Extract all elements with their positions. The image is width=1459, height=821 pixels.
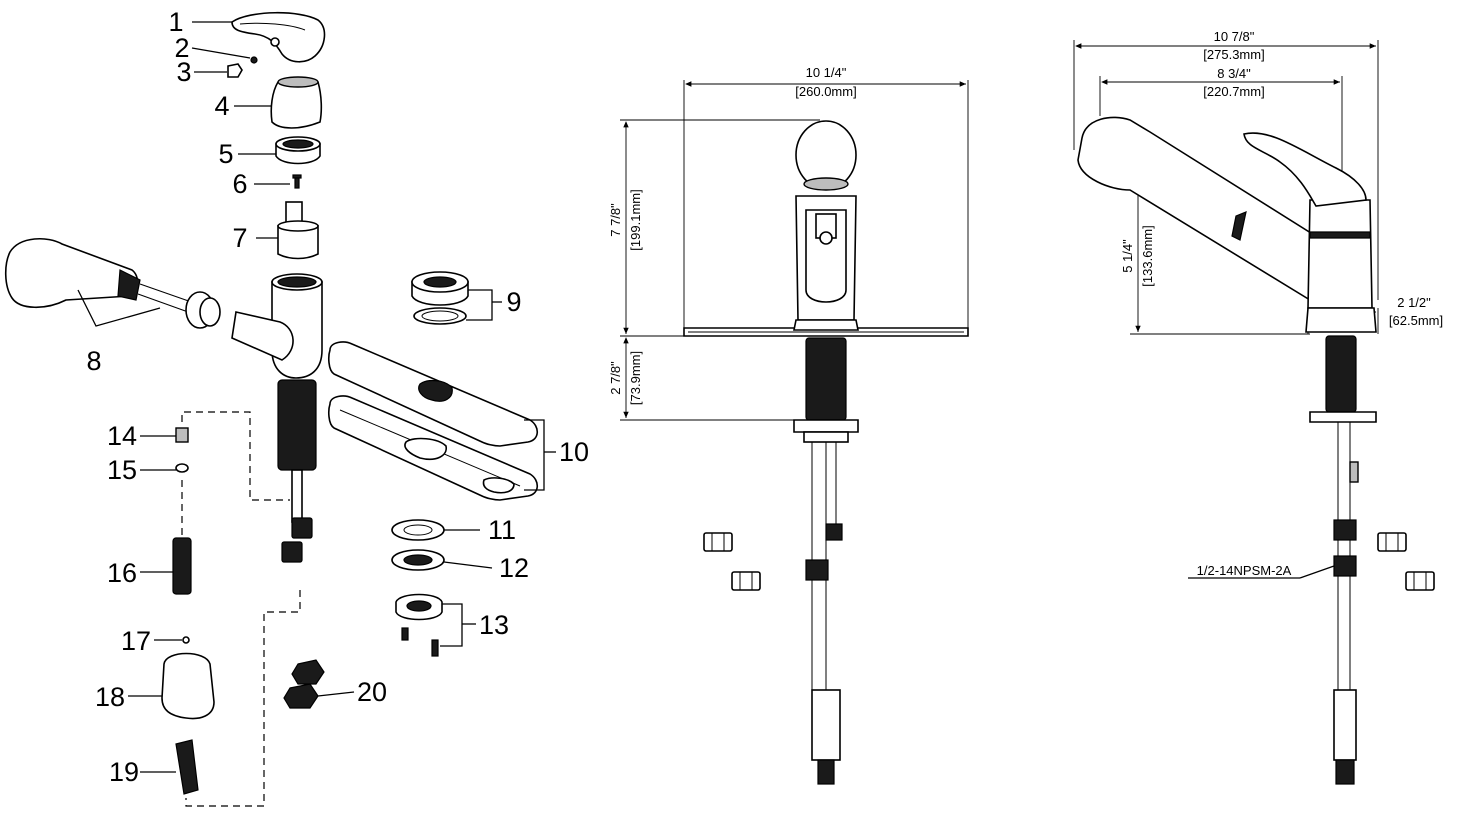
- side-spout-height-mm: [133.6mm]: [1140, 225, 1155, 286]
- side-reach-mm: [220.7mm]: [1203, 84, 1264, 99]
- side-overall-mm: [275.3mm]: [1203, 47, 1264, 62]
- callout-13: 13: [479, 610, 509, 640]
- callout-14: 14: [107, 421, 137, 451]
- callout-12: 12: [499, 553, 529, 583]
- part-spray-head: [4, 237, 221, 329]
- callout-7: 7: [232, 223, 247, 253]
- callout-9: 9: [506, 287, 521, 317]
- callout-15: 15: [107, 455, 137, 485]
- front-height-mm: [199.1mm]: [628, 189, 643, 250]
- thread-spec-label: 1/2-14NPSM-2A: [1197, 563, 1292, 578]
- front-shank-mm: [73.9mm]: [628, 351, 643, 405]
- side-base-mm: [62.5mm]: [1389, 313, 1443, 328]
- part-faucet-body: [231, 273, 323, 563]
- exploded-view: 1 2 3 4 5 6 7 8 9 10 11 12 13 14 15 16 1…: [4, 7, 589, 807]
- callout-4: 4: [214, 91, 229, 121]
- front-height-in: 7 7/8": [608, 203, 623, 237]
- side-reach-in: 8 3/4": [1217, 66, 1251, 81]
- part-ring: [275, 136, 321, 165]
- side-overall-in: 10 7/8": [1214, 29, 1255, 44]
- callout-8: 8: [86, 346, 101, 376]
- callout-2: 2: [174, 33, 189, 63]
- front-width-in: 10 1/4": [806, 65, 847, 80]
- side-base-in: 2 1/2": [1397, 295, 1431, 310]
- callout-11: 11: [488, 515, 516, 545]
- callout-17: 17: [121, 626, 151, 656]
- side-view: 10 7/8" [275.3mm] 8 3/4" [220.7mm] 5 1/4…: [1073, 29, 1443, 785]
- part-deck-plate: [328, 341, 539, 501]
- front-shank-in: 2 7/8": [608, 361, 623, 395]
- callout-1: 1: [168, 7, 183, 37]
- part-handle: [231, 11, 326, 63]
- callout-10: 10: [559, 437, 589, 467]
- part-adapter: [411, 271, 469, 325]
- front-width-mm: [260.0mm]: [795, 84, 856, 99]
- callout-20: 20: [357, 677, 387, 707]
- callout-3: 3: [176, 57, 191, 87]
- front-view: 10 1/4" [260.0mm] 7 7/8" [199.1mm] 2 7/8…: [608, 65, 969, 785]
- callout-5: 5: [218, 139, 233, 169]
- callout-18: 18: [95, 682, 125, 712]
- part-cartridge: [277, 201, 319, 260]
- part-cap: [270, 76, 323, 129]
- callout-19: 19: [109, 757, 139, 787]
- callout-6: 6: [232, 169, 247, 199]
- callout-16: 16: [107, 558, 137, 588]
- side-spout-height-in: 5 1/4": [1120, 239, 1135, 273]
